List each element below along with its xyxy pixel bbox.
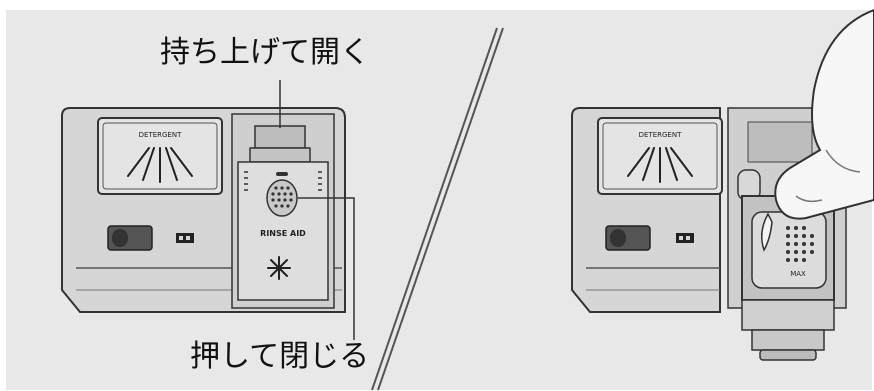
detergent-label-right: DETERGENT bbox=[639, 131, 682, 139]
push-button-oval bbox=[266, 179, 298, 217]
rinse-aid-label: RINSE AID bbox=[260, 229, 306, 238]
dish-icon-right bbox=[676, 233, 694, 243]
push-callout-line bbox=[298, 197, 355, 340]
rinse-level-dots-icon bbox=[271, 186, 293, 208]
sun-icon bbox=[267, 256, 291, 280]
max-mark-label: MAX bbox=[790, 270, 806, 278]
detergent-window-right: DETERGENT bbox=[597, 117, 723, 195]
dispenser-open: DETERGENT bbox=[571, 8, 874, 361]
detergent-window: DETERGENT bbox=[97, 117, 223, 195]
detergent-spray-icon bbox=[127, 147, 193, 183]
lift-to-open-label: 持ち上げて開く bbox=[160, 35, 370, 70]
divider-line bbox=[371, 27, 498, 391]
detergent-spray-icon-right bbox=[627, 147, 693, 183]
hand-icon bbox=[774, 8, 874, 220]
dish-icon bbox=[176, 233, 194, 243]
detergent-label-left: DETERGENT bbox=[139, 131, 182, 139]
push-to-close-label: 押して閉じる bbox=[190, 339, 370, 374]
rinse-aid-cover: RINSE AID bbox=[231, 113, 335, 309]
dispenser-closed: DETERGENT bbox=[61, 80, 355, 340]
